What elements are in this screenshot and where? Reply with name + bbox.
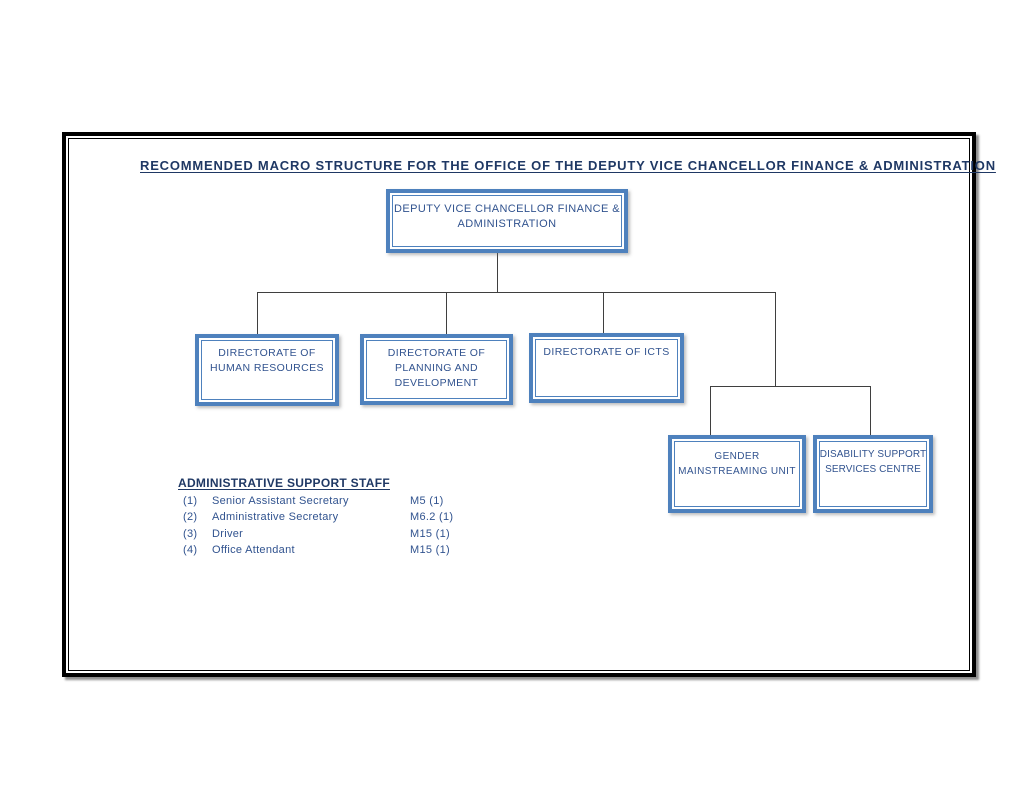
staff-row-grade: M5 (1) bbox=[410, 495, 444, 507]
connector-root-vertical bbox=[497, 253, 498, 292]
org-node-gender-mainstreaming-unit: GENDER MAINSTREAMING UNIT bbox=[668, 435, 806, 513]
org-node-disability-support-services: DISABILITY SUPPORT SERVICES CENTRE bbox=[813, 435, 933, 513]
staff-row-role: Senior Assistant Secretary bbox=[212, 495, 349, 507]
staff-row-number: (4) bbox=[183, 543, 198, 556]
org-node-directorate-human-resources: DIRECTORATE OF HUMAN RESOURCES bbox=[195, 334, 339, 406]
org-node-label-line: DISABILITY SUPPORT bbox=[819, 449, 927, 460]
org-node-label-line: DIRECTORATE OF ICTS bbox=[543, 346, 670, 358]
staff-row-grade: M15 (1) bbox=[410, 543, 450, 556]
staff-row-number: (3) bbox=[183, 527, 198, 540]
org-node-label-line: SERVICES CENTRE bbox=[825, 464, 921, 475]
org-node-label-line: PLANNING AND bbox=[395, 362, 478, 374]
org-node-label-line: DIRECTORATE OF bbox=[387, 347, 486, 359]
staff-row-role: Driver bbox=[212, 527, 244, 540]
admin-staff-row: (4) Office Attendant M15 (1) bbox=[178, 544, 478, 560]
staff-row-number: (1) bbox=[183, 495, 198, 507]
connector-icts-vertical bbox=[603, 292, 604, 333]
org-node-label-line: DEVELOPMENT bbox=[394, 377, 479, 389]
org-node-label-line: GENDER bbox=[714, 451, 760, 462]
admin-staff-rows: (1) Senior Assistant Secretary M5 (1) (2… bbox=[178, 495, 478, 560]
org-node-deputy-vice-chancellor: DEPUTY VICE CHANCELLOR FINANCE & ADMINIS… bbox=[386, 189, 628, 253]
connector-right-branch-vertical bbox=[775, 292, 776, 386]
org-node-label-line: MAINSTREAMING UNIT bbox=[678, 466, 796, 477]
org-node-label-line: HUMAN RESOURCES bbox=[210, 362, 324, 374]
staff-row-grade: M6.2 (1) bbox=[410, 511, 454, 524]
connector-planning-vertical bbox=[446, 292, 447, 334]
admin-staff-heading: ADMINISTRATIVE SUPPORT STAFF bbox=[178, 476, 390, 490]
admin-staff-row: (2) Administrative Secretary M6.2 (1) bbox=[178, 511, 478, 527]
connector-sub-horizontal bbox=[710, 386, 871, 387]
admin-staff-row: (1) Senior Assistant Secretary M5 (1) bbox=[178, 495, 478, 511]
connector-gender-vertical bbox=[710, 386, 711, 435]
staff-row-number: (2) bbox=[183, 511, 198, 524]
org-node-directorate-planning-development: DIRECTORATE OF PLANNING AND DEVELOPMENT bbox=[360, 334, 513, 405]
connector-main-horizontal bbox=[257, 292, 776, 293]
org-node-label-line: DIRECTORATE OF bbox=[218, 347, 316, 359]
org-node-label-line: DEPUTY VICE CHANCELLOR FINANCE & bbox=[394, 203, 620, 215]
org-node-directorate-icts: DIRECTORATE OF ICTS bbox=[529, 333, 684, 403]
staff-row-grade: M15 (1) bbox=[410, 527, 450, 540]
staff-row-role: Administrative Secretary bbox=[212, 511, 339, 524]
connector-disability-vertical bbox=[870, 386, 871, 435]
org-node-label-line: ADMINISTRATION bbox=[457, 218, 557, 230]
staff-row-role: Office Attendant bbox=[212, 543, 295, 556]
page-title: RECOMMENDED MACRO STRUCTURE FOR THE OFFI… bbox=[140, 158, 996, 173]
admin-staff-row: (3) Driver M15 (1) bbox=[178, 528, 478, 544]
admin-staff-section: ADMINISTRATIVE SUPPORT STAFF (1) Senior … bbox=[178, 476, 478, 560]
connector-hr-vertical bbox=[257, 292, 258, 334]
